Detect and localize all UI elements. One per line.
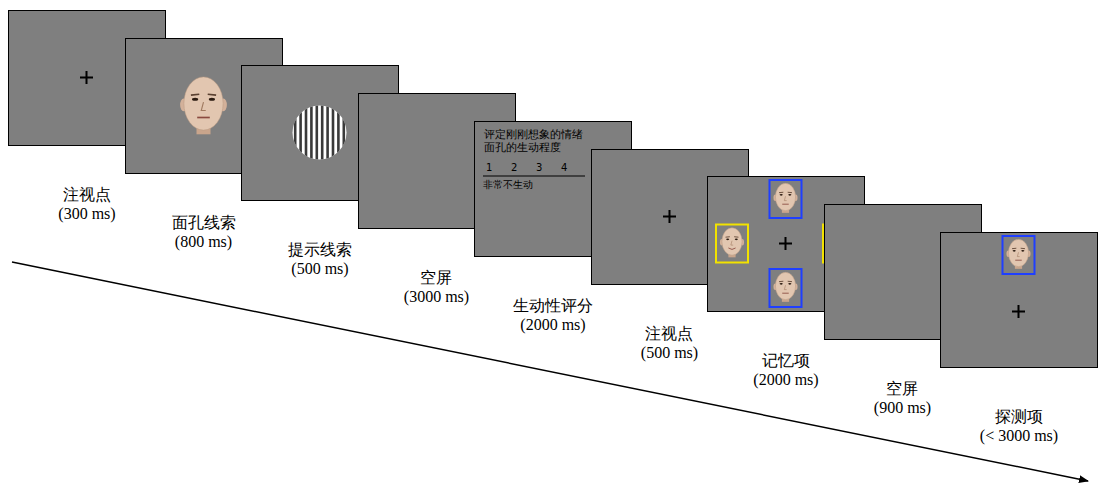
grating-stripe bbox=[326, 105, 329, 161]
face-brow bbox=[1012, 247, 1016, 248]
fixation-cross bbox=[86, 71, 88, 84]
face-brow bbox=[734, 236, 738, 237]
face-mouth bbox=[197, 116, 210, 118]
face-head bbox=[775, 184, 795, 211]
face-head bbox=[183, 77, 222, 130]
face-eye bbox=[1021, 250, 1024, 252]
face-eye bbox=[788, 194, 791, 196]
phase-name: 提示线索 bbox=[288, 240, 352, 259]
phase-duration: (500 ms) bbox=[641, 343, 698, 362]
grating-stripe bbox=[321, 105, 324, 161]
screen-caption: 空屏(3000 ms) bbox=[404, 268, 469, 306]
screen-caption: 面孔线索(800 ms) bbox=[172, 213, 236, 251]
grating-ground bbox=[292, 105, 348, 161]
face-brow bbox=[207, 93, 215, 96]
phase-duration: (2000 ms) bbox=[513, 315, 593, 334]
scale-number: 2 bbox=[511, 162, 517, 174]
face-eye bbox=[780, 194, 783, 196]
face-eye bbox=[788, 283, 791, 285]
grating-stripe bbox=[316, 105, 319, 161]
cue-frame bbox=[716, 225, 748, 263]
face-brow bbox=[788, 192, 792, 193]
screen-caption: 注视点(500 ms) bbox=[641, 324, 698, 362]
grating-stripe bbox=[343, 105, 346, 161]
face-nose bbox=[784, 285, 786, 289]
scale-number: 1 bbox=[486, 162, 492, 174]
phase-name: 注视点 bbox=[641, 324, 698, 343]
rating-question: 评定刚刚想象的情绪面孔的生动程度 bbox=[484, 128, 584, 154]
grating-stripe bbox=[337, 105, 340, 161]
grating-stripe bbox=[310, 105, 313, 161]
scale-number: 3 bbox=[536, 162, 542, 174]
face-mouth bbox=[728, 248, 735, 249]
grating-stripe bbox=[305, 105, 308, 161]
face-brow bbox=[779, 192, 783, 193]
face-nose bbox=[201, 102, 205, 110]
face-eye bbox=[735, 239, 738, 241]
face-eye bbox=[192, 97, 198, 100]
screen-caption: 记忆项(2000 ms) bbox=[753, 351, 818, 389]
phase-name: 空屏 bbox=[874, 379, 931, 398]
face-nose bbox=[731, 241, 733, 245]
screen-caption: 提示线索(500 ms) bbox=[288, 240, 352, 278]
phase-duration: (900 ms) bbox=[874, 398, 931, 417]
face-brow bbox=[788, 281, 792, 282]
fixation-cross bbox=[785, 237, 787, 250]
phase-name: 记忆项 bbox=[753, 351, 818, 370]
face-head bbox=[722, 228, 742, 255]
cue-frame bbox=[770, 269, 802, 307]
rating-scale-line bbox=[483, 175, 585, 176]
cue-frame bbox=[770, 180, 802, 218]
face-eye bbox=[726, 239, 729, 241]
face-nose bbox=[1017, 252, 1019, 256]
scale-number: 4 bbox=[561, 162, 567, 174]
phase-duration: (800 ms) bbox=[172, 232, 236, 251]
phase-name: 面孔线索 bbox=[172, 213, 236, 232]
phase-duration: (500 ms) bbox=[288, 259, 352, 278]
phase-duration: (< 3000 ms) bbox=[980, 426, 1058, 445]
face-eye bbox=[780, 283, 783, 285]
phase-duration: (300 ms) bbox=[58, 204, 115, 223]
fixation-cross bbox=[1018, 305, 1020, 318]
grating-stripe bbox=[332, 105, 335, 161]
face-eye bbox=[1013, 250, 1016, 252]
screen-caption: 注视点(300 ms) bbox=[58, 185, 115, 223]
phase-name: 注视点 bbox=[58, 185, 115, 204]
face-mouth bbox=[782, 293, 788, 294]
face-brow bbox=[726, 236, 730, 237]
face-head bbox=[775, 273, 795, 300]
face-mouth bbox=[1015, 259, 1021, 260]
face-nose bbox=[784, 196, 786, 200]
cue-frame bbox=[1003, 236, 1035, 274]
scale-anchor: 非常不生动 bbox=[483, 179, 533, 191]
phase-name: 探测项 bbox=[980, 407, 1058, 426]
phase-duration: (2000 ms) bbox=[753, 370, 818, 389]
face-head bbox=[1008, 239, 1028, 266]
phase-duration: (3000 ms) bbox=[404, 287, 469, 306]
screen-content bbox=[941, 233, 1096, 366]
stimulus-screen: 探测项(< 3000 ms) bbox=[940, 232, 1098, 368]
screen-caption: 生动性评分(2000 ms) bbox=[513, 296, 593, 334]
screen-caption: 探测项(< 3000 ms) bbox=[980, 407, 1058, 445]
grating bbox=[292, 105, 348, 161]
face-eye bbox=[208, 97, 214, 100]
face-mouth bbox=[782, 204, 788, 205]
fixation-cross bbox=[668, 210, 670, 223]
grating-stripe bbox=[294, 105, 297, 161]
face-brow bbox=[190, 93, 198, 96]
screen-caption: 空屏(900 ms) bbox=[874, 379, 931, 417]
phase-name: 空屏 bbox=[404, 268, 469, 287]
phase-name: 生动性评分 bbox=[513, 296, 593, 315]
face-brow bbox=[779, 281, 783, 282]
grating-stripe bbox=[299, 105, 302, 161]
face-brow bbox=[1021, 247, 1025, 248]
